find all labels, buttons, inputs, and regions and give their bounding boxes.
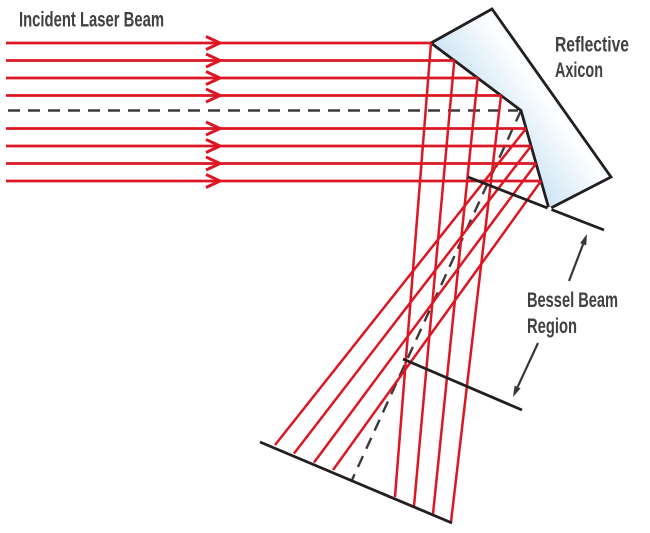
- ray-direction-arrows: [205, 35, 224, 189]
- reflected-upper-facet-rays: [393, 42, 503, 523]
- ray-arrow-icon: [205, 35, 224, 51]
- reflective-axicon-label-line2: Axicon: [555, 59, 603, 82]
- mirror-vertex-dot: [547, 206, 552, 212]
- laser-rays-group: [6, 35, 543, 523]
- output-plane-line: [259, 440, 453, 525]
- reflected-ray-lower: [274, 127, 528, 446]
- boundary-lines-group: [259, 175, 605, 525]
- mirror-outline-group: [428, 7, 614, 212]
- annotation-arrows-group: [513, 234, 587, 397]
- bessel-upper-arrow-shaft: [567, 243, 585, 282]
- reflected-lower-facet-rays: [274, 127, 543, 471]
- reflected-ray-lower: [331, 180, 543, 471]
- reflected-ray-upper: [412, 60, 456, 507]
- reflected-ray-lower: [312, 162, 538, 464]
- ray-arrow-icon: [205, 173, 224, 189]
- ray-arrow-icon: [205, 138, 224, 154]
- bessel-region-end-line: [402, 357, 523, 412]
- incident-laser-beam-label: Incident Laser Beam: [19, 9, 164, 32]
- reflective-axicon-label-line1: Reflective: [555, 34, 629, 57]
- reflected-ray-lower: [293, 145, 533, 455]
- labels-group: Incident Laser Beam Reflective Axicon Be…: [19, 9, 629, 339]
- reflective-axicon-mirror: [428, 7, 614, 212]
- reflected-ray-upper: [431, 77, 479, 515]
- bessel-region-start-line: [467, 175, 605, 232]
- ray-arrow-icon: [205, 87, 224, 104]
- ray-arrow-icon: [205, 120, 224, 137]
- bessel-lower-arrowhead-icon: [513, 385, 521, 397]
- ray-arrow-icon: [205, 52, 224, 69]
- bessel-beam-region-label-line2: Region: [527, 315, 577, 338]
- ray-arrow-icon: [205, 155, 224, 172]
- bessel-beam-region-label-line1: Bessel Beam: [527, 289, 618, 312]
- bessel-upper-arrowhead-icon: [580, 234, 587, 246]
- reflected-ray-upper: [449, 95, 503, 523]
- ray-arrow-icon: [205, 70, 224, 86]
- bessel-lower-arrow-shaft: [516, 342, 539, 388]
